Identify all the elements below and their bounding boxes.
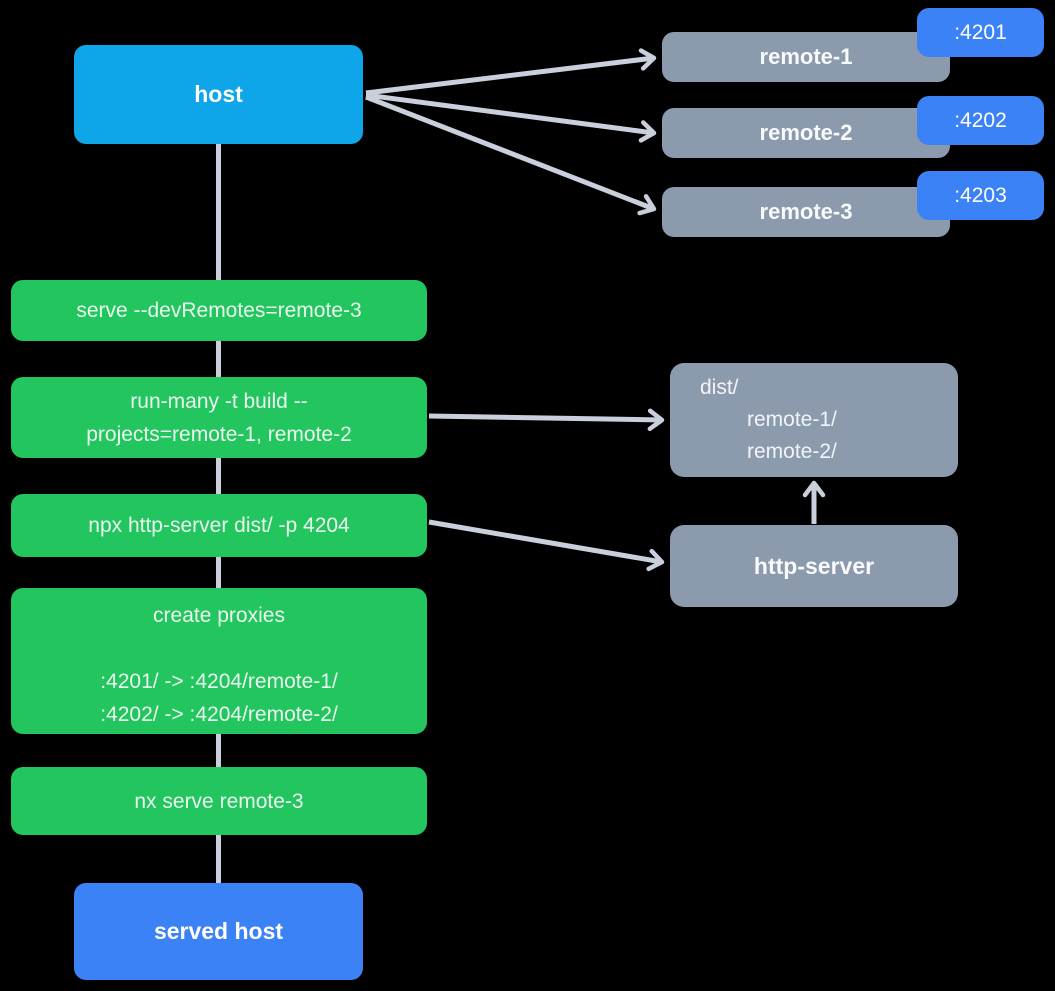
- command-create-proxies-node: create proxies :4201/ -> :4204/remote-1/…: [11, 588, 427, 734]
- port-badge-4202: :4202: [917, 96, 1044, 145]
- create-proxies-rule-2: :4202/ -> :4204/remote-2/: [100, 703, 338, 726]
- arrow-run-many-to-dist: [428, 408, 665, 432]
- remote-2-label: remote-2: [759, 120, 853, 145]
- http-server-label: http-server: [753, 552, 875, 579]
- served-host-label: served host: [153, 918, 284, 944]
- remote-3-node: remote-3: [662, 187, 950, 237]
- command-serve-label: serve --devRemotes=remote-3: [76, 299, 362, 322]
- dist-root-label: dist/: [700, 376, 739, 399]
- command-http-server-label: npx http-server dist/ -p 4204: [88, 514, 350, 537]
- command-serve-node: serve --devRemotes=remote-3: [11, 280, 427, 341]
- port-badge-4203: :4203: [917, 171, 1044, 220]
- command-nx-serve-label: nx serve remote-3: [134, 789, 304, 813]
- remote-3-label: remote-3: [759, 199, 853, 224]
- host-node: host: [74, 45, 363, 144]
- remote-2-node: remote-2: [662, 108, 950, 158]
- arrow-host-to-remote-2: [365, 92, 657, 143]
- port-4201-label: :4201: [954, 20, 1007, 44]
- arrow-npx-to-http-server: [428, 519, 665, 572]
- create-proxies-rule-1: :4201/ -> :4204/remote-1/: [100, 670, 338, 693]
- host-label: host: [194, 81, 243, 107]
- dist-folder-node: dist/ remote-1/ remote-2/: [670, 363, 958, 477]
- command-http-server-node: npx http-server dist/ -p 4204: [11, 494, 427, 557]
- command-run-many-node: run-many -t build -- projects=remote-1, …: [11, 377, 427, 458]
- dist-remote-2-label: remote-2/: [747, 440, 837, 463]
- command-run-many-line2: projects=remote-1, remote-2: [86, 422, 352, 446]
- dist-remote-1-label: remote-1/: [747, 408, 837, 431]
- create-proxies-title: create proxies: [153, 604, 285, 627]
- http-server-node: http-server: [670, 525, 958, 607]
- port-4202-label: :4202: [954, 108, 1007, 132]
- remote-1-node: remote-1: [662, 32, 950, 82]
- command-run-many-line1: run-many -t build --: [130, 389, 308, 413]
- arrow-run-many-to-remote-3: [365, 94, 657, 216]
- command-nx-serve-node: nx serve remote-3: [11, 767, 427, 835]
- remote-1-label: remote-1: [759, 44, 853, 69]
- port-badge-4201: :4201: [917, 8, 1044, 57]
- arrow-host-to-remote-1: [365, 48, 657, 96]
- served-host-node: served host: [74, 883, 363, 980]
- port-4203-label: :4203: [954, 183, 1007, 207]
